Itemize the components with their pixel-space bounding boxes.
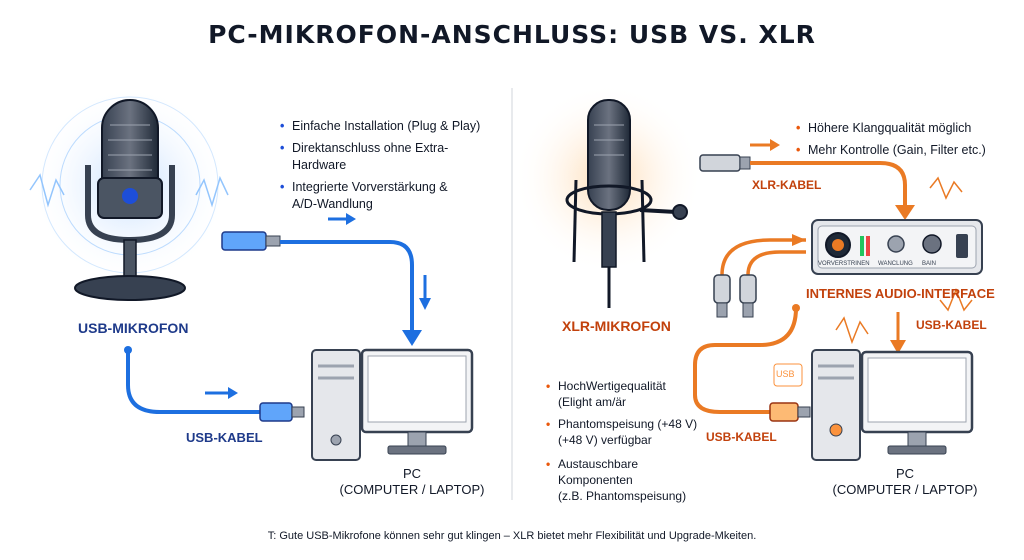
usb-mic-label: USB-MIKROFON xyxy=(78,320,189,336)
usb-badge-label: USB xyxy=(776,369,795,379)
arrow-down-icon xyxy=(895,205,915,220)
sound-wave-icon xyxy=(929,176,963,200)
monitor-icon xyxy=(360,348,474,455)
list-item: •Phantomspeisung (+48 V) xyxy=(546,417,698,431)
xlr-cable-label: XLR-KABEL xyxy=(752,178,822,192)
usb-badge-icon xyxy=(773,363,803,387)
arrow-right-icon xyxy=(328,213,356,225)
pc-usb-cable-label: USB-KABEL xyxy=(706,430,777,444)
monitor-icon xyxy=(860,350,974,455)
pc-tower-icon xyxy=(811,349,861,461)
usb-plug-top-icon xyxy=(221,231,281,251)
usb-cable-right xyxy=(693,307,798,414)
list-item: A/D-Wandlung xyxy=(292,197,373,211)
arrow-right-icon xyxy=(205,387,238,399)
arrow-right-icon xyxy=(750,139,780,151)
list-item: •Mehr Kontrolle (Gain, Filter etc.) xyxy=(796,143,986,157)
usb-pc-label: PC (COMPUTER / LAPTOP) xyxy=(339,466,485,497)
page-title: PC-MIKROFON-ANSCHLUSS: USB VS. XLR xyxy=(208,20,816,49)
usb-microphone-icon xyxy=(29,85,230,301)
xlr-connectors-icon xyxy=(713,238,806,318)
interface-knob-label: WANCLUNG xyxy=(878,261,913,267)
usb-cable-bottom xyxy=(126,350,260,414)
list-item: •Austauschbare Komponenten xyxy=(546,457,639,487)
xlr-plug-top-icon xyxy=(699,154,751,172)
sound-wave-icon xyxy=(939,287,973,312)
arrow-down-icon xyxy=(890,312,906,354)
audio-interface-label: INTERNES AUDIO-INTERFACE xyxy=(806,286,995,301)
usb-cable-top xyxy=(280,240,414,340)
xlr-mic-label: XLR-MIKROFON xyxy=(562,318,671,334)
usb-plug-bottom-icon xyxy=(259,402,305,422)
xlr-pc-label: PC (COMPUTER / LAPTOP) xyxy=(832,466,978,497)
usb-plug-right-icon xyxy=(769,402,811,422)
interface-knob-label: BAIN xyxy=(922,261,937,267)
list-item: (z.B. Phantomspeisung) xyxy=(558,489,687,503)
xlr-microphone-icon xyxy=(513,83,703,308)
usb-cable-label: USB-KABEL xyxy=(186,430,263,445)
list-item: (+48 V) verfügbar xyxy=(558,433,652,447)
interface-knob-label: VORVERSTRINEN xyxy=(818,261,870,267)
interface-usb-cable-label: USB-KABEL xyxy=(916,318,987,332)
list-item: •Höhere Klangqualität möglich xyxy=(796,121,972,135)
usb-benefits-list: •Einfache Installation (Plug & Play) •Di… xyxy=(280,118,502,213)
sound-wave-icon xyxy=(835,316,869,345)
list-item: (Elight am/är xyxy=(558,395,627,409)
list-item: •Integrierte Vorverstärkung & xyxy=(280,180,448,194)
audio-interface-icon xyxy=(811,219,983,275)
pc-tower-icon xyxy=(311,349,361,461)
arrow-down-icon xyxy=(419,275,431,310)
xlr-features-list: •HochWertigequalität (Elight am/är •Phan… xyxy=(546,378,708,504)
arrow-right-icon xyxy=(792,234,806,246)
xlr-benefits-list: •Höhere Klangqualität möglich •Mehr Kont… xyxy=(796,120,1018,159)
list-item: •HochWertigequalität xyxy=(546,379,666,393)
xlr-cable-top xyxy=(750,161,907,215)
list-item: •Einfache Installation (Plug & Play) xyxy=(280,119,481,133)
arrow-down-icon xyxy=(402,330,422,346)
footer-note: T: Gute USB-Mikrofone können sehr gut kl… xyxy=(267,530,757,542)
list-item: •Direktanschluss ohne Extra-Hardware xyxy=(280,141,449,172)
